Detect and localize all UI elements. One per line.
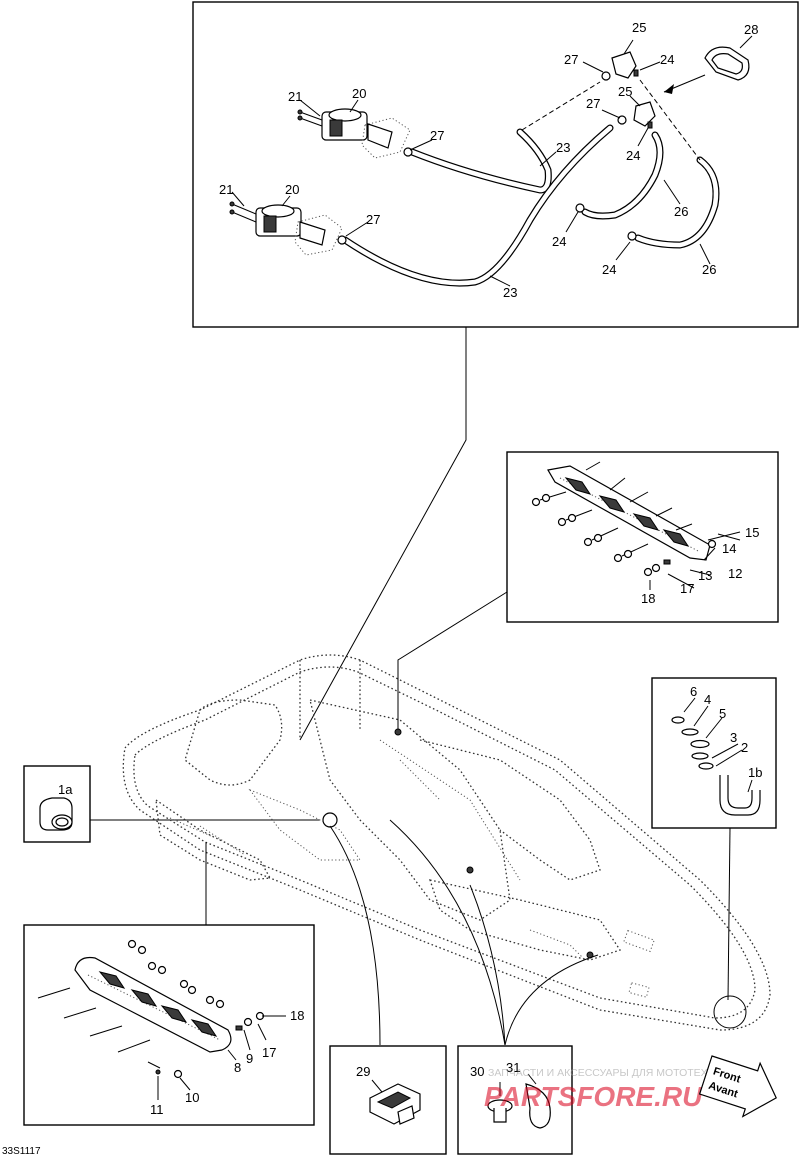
callout-6: 6 xyxy=(690,684,697,699)
watermark-tagline: ЗАПЧАСТИ И АКСЕССУАРЫ ДЛЯ МОТОТЕХНИКИ xyxy=(488,1067,736,1079)
callout-25: 25 xyxy=(632,20,646,35)
direction-sign: Front Avant xyxy=(698,1055,777,1118)
callout-25: 25 xyxy=(618,84,632,99)
callout-20: 20 xyxy=(285,182,299,197)
callout-15: 15 xyxy=(745,525,759,540)
callout-26: 26 xyxy=(674,204,688,219)
callout-24: 24 xyxy=(602,262,616,277)
callout-5: 5 xyxy=(719,706,726,721)
callout-28: 28 xyxy=(744,22,758,37)
callout-2: 2 xyxy=(741,740,748,755)
hull-outline xyxy=(122,654,771,1031)
callout-3: 3 xyxy=(730,730,737,745)
watermark-brand: PARTSFORE.RU xyxy=(484,1081,703,1112)
callout-27: 27 xyxy=(564,52,578,67)
bilge-pump-lower xyxy=(229,201,347,256)
callout-24: 24 xyxy=(552,234,566,249)
callout-18: 18 xyxy=(290,1008,304,1023)
figure-code: 33S1117 xyxy=(2,1146,41,1157)
panel-fasteners: 30 31 xyxy=(457,1045,573,1155)
callout-27: 27 xyxy=(586,96,600,111)
callout-20: 20 xyxy=(352,86,366,101)
panel-left-sponson: 18 17 9 8 10 11 xyxy=(23,924,315,1126)
callout-8: 8 xyxy=(234,1060,241,1075)
panel-sleeve: 1a xyxy=(23,765,91,843)
callout-9: 9 xyxy=(246,1051,253,1066)
callout-4: 4 xyxy=(704,692,711,707)
panel-clip: 29 xyxy=(329,1045,447,1155)
callout-10: 10 xyxy=(185,1090,199,1105)
callout-23: 23 xyxy=(503,285,517,300)
callout-11: 11 xyxy=(150,1102,164,1117)
callout-21: 21 xyxy=(288,89,302,104)
callout-21: 21 xyxy=(219,182,233,197)
callout-30: 30 xyxy=(470,1064,484,1079)
callout-17: 17 xyxy=(262,1045,276,1060)
callout-31: 31 xyxy=(506,1060,520,1075)
bilge-pump-upper xyxy=(297,108,413,159)
callout-24: 24 xyxy=(660,52,674,67)
callout-24: 24 xyxy=(626,148,640,163)
panel-hoses: 21 20 27 21 20 27 23 23 27 25 24 27 25 2… xyxy=(192,1,799,328)
callout-14: 14 xyxy=(722,541,736,556)
callout-27: 27 xyxy=(430,128,444,143)
callout-29: 29 xyxy=(356,1064,370,1079)
callout-12: 12 xyxy=(728,566,742,581)
callout-26: 26 xyxy=(702,262,716,277)
callout-23: 23 xyxy=(556,140,570,155)
callout-13: 13 xyxy=(698,568,712,583)
callout-27: 27 xyxy=(366,212,380,227)
panel-right-sponson: 15 14 12 13 17 18 xyxy=(506,451,779,623)
callout-1b: 1b xyxy=(748,765,762,780)
callout-17: 17 xyxy=(680,581,694,596)
callout-1a: 1a xyxy=(58,782,73,797)
panel-drain-plug: 6 4 5 3 2 1b xyxy=(651,677,777,829)
watermark-logo: ЗАПЧАСТИ И АКСЕССУАРЫ ДЛЯ МОТОТЕХНИКИ PA… xyxy=(484,1067,736,1112)
callout-18: 18 xyxy=(641,591,655,606)
